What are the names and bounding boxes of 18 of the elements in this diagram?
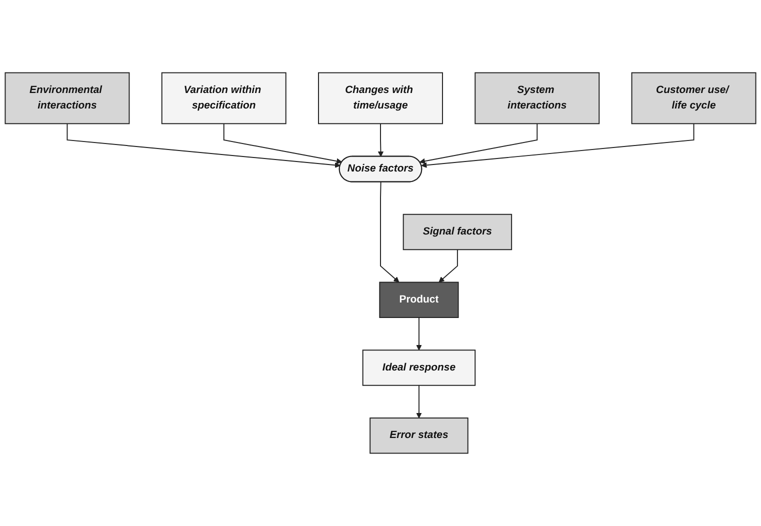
arrow [380, 182, 400, 283]
node-box: Ideal response [362, 350, 476, 386]
arrow [223, 123, 342, 164]
node-box: Changes with time/usage [318, 72, 443, 124]
node-box: Variation within specification [161, 72, 286, 124]
arrow [378, 123, 384, 157]
arrow [421, 123, 694, 168]
node-box: Product [379, 282, 459, 318]
node-box: Signal factors [402, 214, 512, 250]
arrow [438, 249, 458, 283]
node-box: System interactions [474, 72, 600, 124]
node-box: Error states [370, 418, 468, 454]
arrow [419, 123, 538, 164]
arrow [66, 123, 340, 168]
arrow [416, 384, 422, 418]
node-box: Environmental interactions [4, 72, 130, 124]
node-box: Customer use/ life cycle [631, 72, 756, 124]
arrow [416, 317, 422, 350]
